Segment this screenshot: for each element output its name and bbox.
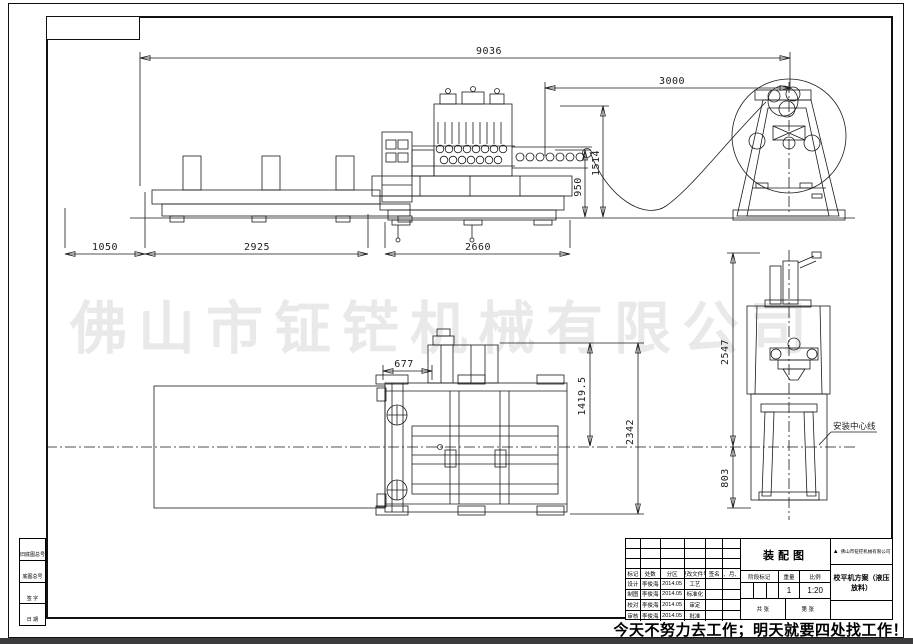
stage-header-row: 阶段标记 重量 比例 xyxy=(741,571,830,583)
archival-label: 签 字 xyxy=(20,593,45,605)
leveler-elevation xyxy=(371,86,592,243)
decoiler-elevation xyxy=(731,78,847,221)
leveler-plan xyxy=(375,328,568,516)
dim-plan-half-width: 1419.5 xyxy=(577,376,588,415)
side-dimensions: 2547 803 xyxy=(720,252,760,509)
install-centerline-label: 安装中心线 xyxy=(833,421,876,431)
stage-value-row: 1 1:20 xyxy=(741,583,830,599)
signature-row: 设计 李俊海 2014.05 工艺 xyxy=(626,579,740,590)
signature-row: 制图 李俊海 2014.05 标准化 xyxy=(626,589,740,600)
signature-row: 审核 李俊海 2014.05 批准 xyxy=(626,610,740,621)
company-name-cell: ▲ 佛山市钲铓机械有限公司 xyxy=(831,539,892,565)
dim-plan-offset: 677 xyxy=(394,359,414,370)
page-outer-border xyxy=(8,3,904,638)
archival-label: 日 期 xyxy=(26,617,39,624)
runout-table-elevation xyxy=(151,155,413,223)
archival-label: 旧底图总号 xyxy=(20,549,45,561)
title-block: 标记 处数 分区 更改文件号 签名 年、月、日 设计 李俊海 2014.05 工… xyxy=(625,538,893,621)
dim-base-height: 803 xyxy=(720,468,731,488)
plan-view: 677 1419.5 2342 xyxy=(153,328,644,516)
drawing-frame xyxy=(46,16,893,619)
signature-row: 校对 李俊海 2014.05 审定 xyxy=(626,600,740,611)
dim-machine-height: 1514 xyxy=(591,150,602,176)
bottom-edge-bar xyxy=(0,638,913,644)
corner-reference-box xyxy=(46,16,140,40)
archival-block: 旧底图总号 底图总号 签 字 日 期 xyxy=(19,538,46,626)
dim-machine-length: 2660 xyxy=(465,242,491,253)
company-logo-icon: ▲ xyxy=(832,548,839,555)
revision-signature-table: 标记 处数 分区 更改文件号 签名 年、月、日 设计 李俊海 2014.05 工… xyxy=(626,539,741,621)
elevation-dimensions: 9036 3000 1514 950 1050 2925 xyxy=(64,46,791,257)
dim-decoiler-height: 2547 xyxy=(720,339,731,365)
archival-label: 底图总号 xyxy=(20,571,45,583)
sheet-row: 共 张 第 张 xyxy=(741,599,830,619)
drawing-type-title: 装配图 xyxy=(741,539,830,571)
dim-decoiler-span: 3000 xyxy=(659,76,685,87)
motivational-slogan: 今天不努力去工作；明天就要四处找工作！ xyxy=(613,622,908,639)
material-strip-curve xyxy=(589,101,767,211)
dim-total-length: 9036 xyxy=(476,46,502,57)
product-name-cell: 校平机方案（液压放料） xyxy=(831,565,892,601)
dim-plan-width: 2342 xyxy=(625,419,636,445)
dim-pass-height: 950 xyxy=(573,177,584,197)
dim-left-offset: 1050 xyxy=(92,242,118,253)
elevation-view: 9036 3000 1514 950 1050 2925 xyxy=(64,46,855,257)
dim-table-length: 2925 xyxy=(244,242,270,253)
revision-header-row: 标记 处数 分区 更改文件号 签名 年、月、日 xyxy=(626,569,740,579)
decoiler-side-view: 2547 803 安装中心线 xyxy=(720,250,877,520)
plan-dimensions: 677 1419.5 2342 xyxy=(382,342,644,515)
drawing-number-cell xyxy=(831,601,892,619)
weight-value: 1 xyxy=(779,583,801,598)
scale-value: 1:20 xyxy=(807,586,823,595)
